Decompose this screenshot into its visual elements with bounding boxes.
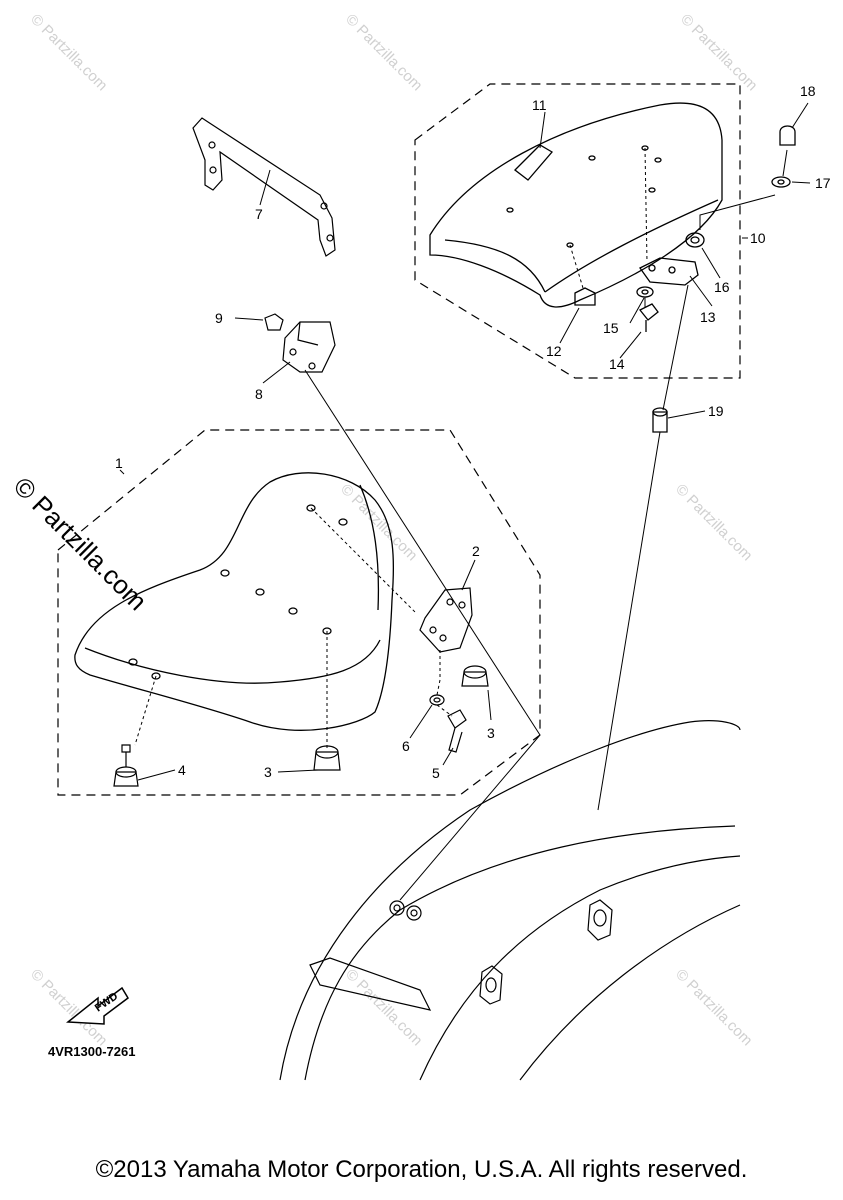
nut-12 (574, 287, 596, 306)
seat-hardware (113, 117, 489, 787)
watermark-main: © Partzilla.com (8, 471, 153, 616)
label-part-11: 11 (532, 97, 547, 113)
watermark-faint: © Partzilla.com (672, 966, 755, 1049)
label-part-8: 8 (255, 386, 263, 402)
seat-assembly-boundary (57, 429, 541, 796)
damper-3b (313, 751, 341, 771)
main-seat (74, 472, 395, 731)
label-part-2: 2 (472, 543, 480, 559)
watermark-faint: © Partzilla.com (337, 481, 420, 564)
diagram-code: 4VR1300-7261 (48, 1044, 135, 1059)
watermark-faint: © Partzilla.com (342, 11, 425, 94)
watermark-faint: © Partzilla.com (677, 11, 760, 94)
pillion-bracket (639, 257, 699, 286)
label-leaders (119, 102, 811, 781)
faint-watermarks: © Partzilla.com © Partzilla.com © Partzi… (27, 11, 760, 1049)
collar-19 (652, 411, 668, 433)
cap-nut-18 (779, 125, 796, 146)
pillion-seat (429, 102, 796, 433)
grab-handle-11 (514, 144, 554, 181)
rear-fender (279, 720, 741, 1081)
label-part-6: 6 (402, 738, 410, 754)
bolt-14 (638, 303, 659, 321)
grab-strap-7 (192, 117, 336, 257)
copyright-notice: ©2013 Yamaha Motor Corporation, U.S.A. A… (95, 1156, 748, 1183)
label-part-7: 7 (255, 206, 263, 222)
label-part-14: 14 (609, 356, 625, 372)
assembly-lines (304, 149, 788, 901)
label-part-5: 5 (432, 765, 440, 781)
label-part-15: 15 (603, 320, 619, 336)
label-part-9: 9 (215, 310, 223, 326)
dotted-lines (134, 147, 648, 748)
label-part-18: 18 (800, 83, 816, 99)
washer-15 (636, 286, 654, 298)
label-part-16: 16 (714, 279, 730, 295)
part-labels: 1 2 3 3 4 5 6 7 8 9 10 11 12 13 14 15 16… (115, 83, 831, 781)
watermark-faint: © Partzilla.com (27, 11, 110, 94)
label-part-17: 17 (815, 175, 831, 191)
pillion-assembly-boundary (414, 83, 741, 379)
label-part-12: 12 (546, 343, 562, 359)
label-part-1: 1 (115, 455, 123, 471)
grommet-16 (685, 232, 705, 248)
damper-3a (461, 671, 489, 687)
washer-17 (771, 176, 791, 188)
label-part-19: 19 (708, 403, 724, 419)
pillion-holes (506, 145, 662, 248)
watermark-faint: © Partzilla.com (342, 966, 425, 1049)
washer-6 (429, 694, 445, 706)
bolt-9 (264, 313, 284, 331)
seat-bracket (419, 587, 473, 653)
bolt-4 (113, 771, 139, 787)
seat-holes (128, 504, 348, 680)
bracket-8 (282, 321, 336, 373)
label-part-3: 3 (264, 764, 272, 780)
label-part-3: 3 (487, 725, 495, 741)
watermark-faint: © Partzilla.com (672, 481, 755, 564)
label-part-13: 13 (700, 309, 716, 325)
bolt-5 (447, 709, 467, 729)
label-part-4: 4 (178, 762, 186, 778)
label-part-10: 10 (750, 230, 766, 246)
